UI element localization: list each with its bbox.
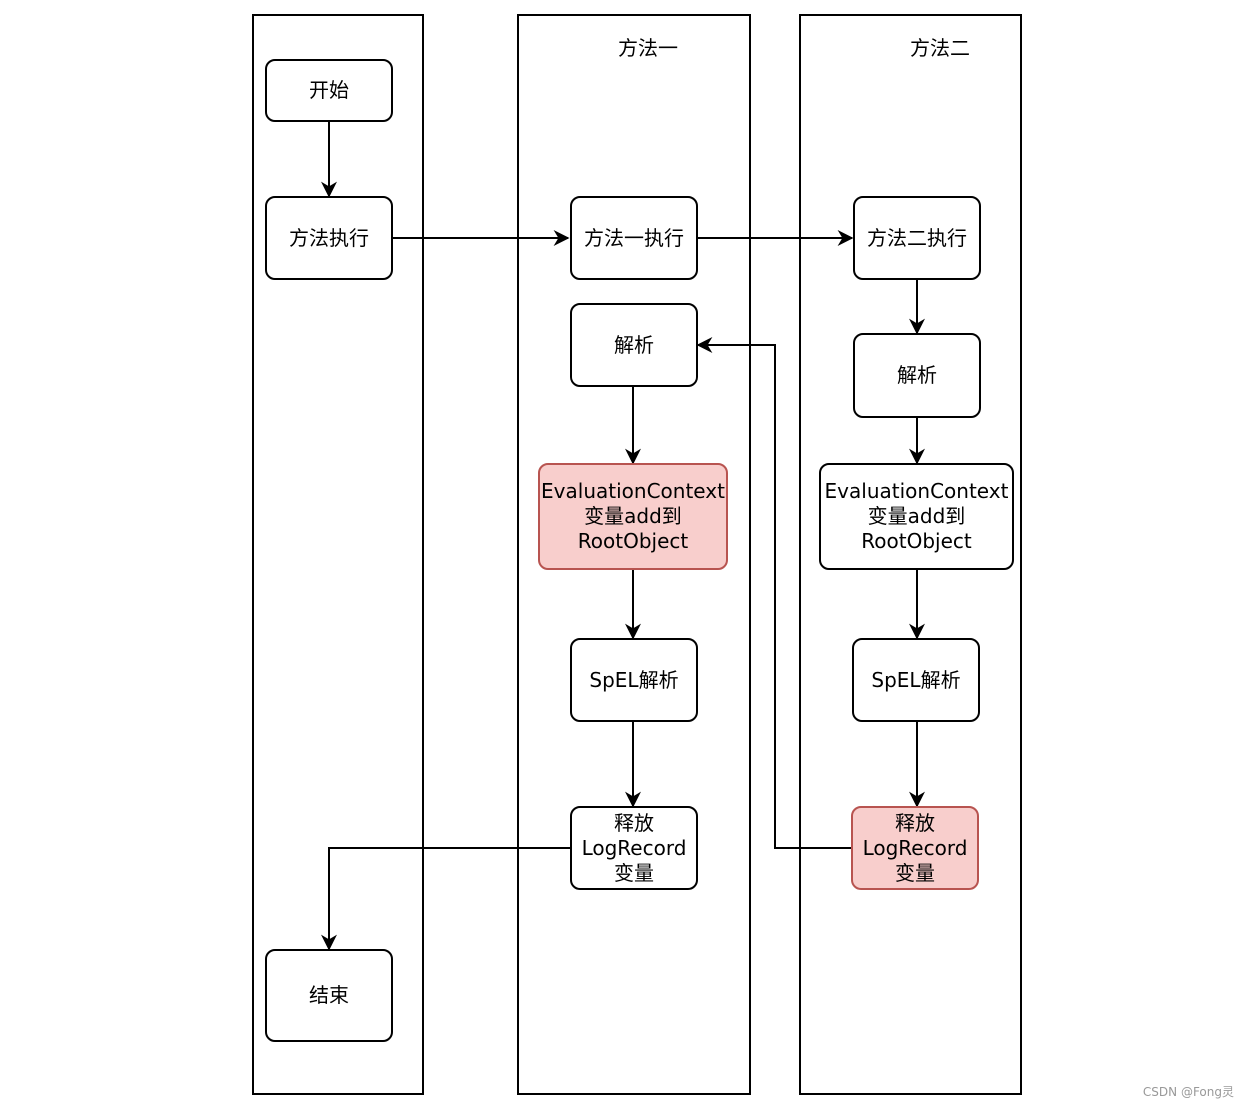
node-method-exec-label: 方法执行	[289, 225, 369, 250]
node-m1-spel-label: SpEL解析	[589, 667, 679, 692]
node-m2-release: 释放 LogRecord 变量	[851, 806, 979, 890]
lane-method2	[799, 14, 1022, 1095]
node-m1-parse: 解析	[570, 303, 698, 387]
node-end-label: 结束	[309, 983, 349, 1007]
node-m2-context-label: EvaluationContext 变量add到 RootObject	[824, 479, 1009, 553]
node-m2-exec-label: 方法二执行	[867, 225, 967, 250]
node-m2-spel: SpEL解析	[852, 638, 980, 722]
node-m1-parse-label: 解析	[614, 332, 654, 357]
node-m2-parse-label: 解析	[897, 363, 937, 387]
node-start: 开始	[265, 59, 393, 122]
node-m1-exec: 方法一执行	[570, 196, 698, 280]
node-m2-context: EvaluationContext 变量add到 RootObject	[819, 463, 1014, 570]
edge-m2release-to-m1parse	[696, 337, 852, 849]
lane-method1-title: 方法一	[618, 36, 678, 60]
node-m1-spel: SpEL解析	[570, 638, 698, 722]
lane-main	[252, 14, 424, 1095]
node-m1-exec-label: 方法一执行	[584, 225, 684, 250]
node-m2-release-label: 释放 LogRecord 变量	[862, 810, 968, 885]
node-m1-context-label: EvaluationContext 变量add到 RootObject	[541, 479, 725, 553]
node-m2-exec: 方法二执行	[853, 196, 981, 280]
node-m1-context: EvaluationContext 变量add到 RootObject	[538, 463, 728, 570]
node-method-exec: 方法执行	[265, 196, 393, 280]
lane-method2-title: 方法二	[910, 36, 970, 60]
node-end: 结束	[265, 949, 393, 1042]
node-m1-release-label: 释放 LogRecord 变量	[581, 810, 687, 885]
node-start-label: 开始	[309, 78, 349, 102]
edge-m1release-to-end	[321, 847, 570, 951]
node-m2-parse: 解析	[853, 333, 981, 418]
node-m1-release: 释放 LogRecord 变量	[570, 806, 698, 890]
node-m2-spel-label: SpEL解析	[871, 667, 961, 692]
watermark: CSDN @Fong灵	[1142, 1085, 1234, 1099]
lane-method1	[517, 14, 751, 1095]
